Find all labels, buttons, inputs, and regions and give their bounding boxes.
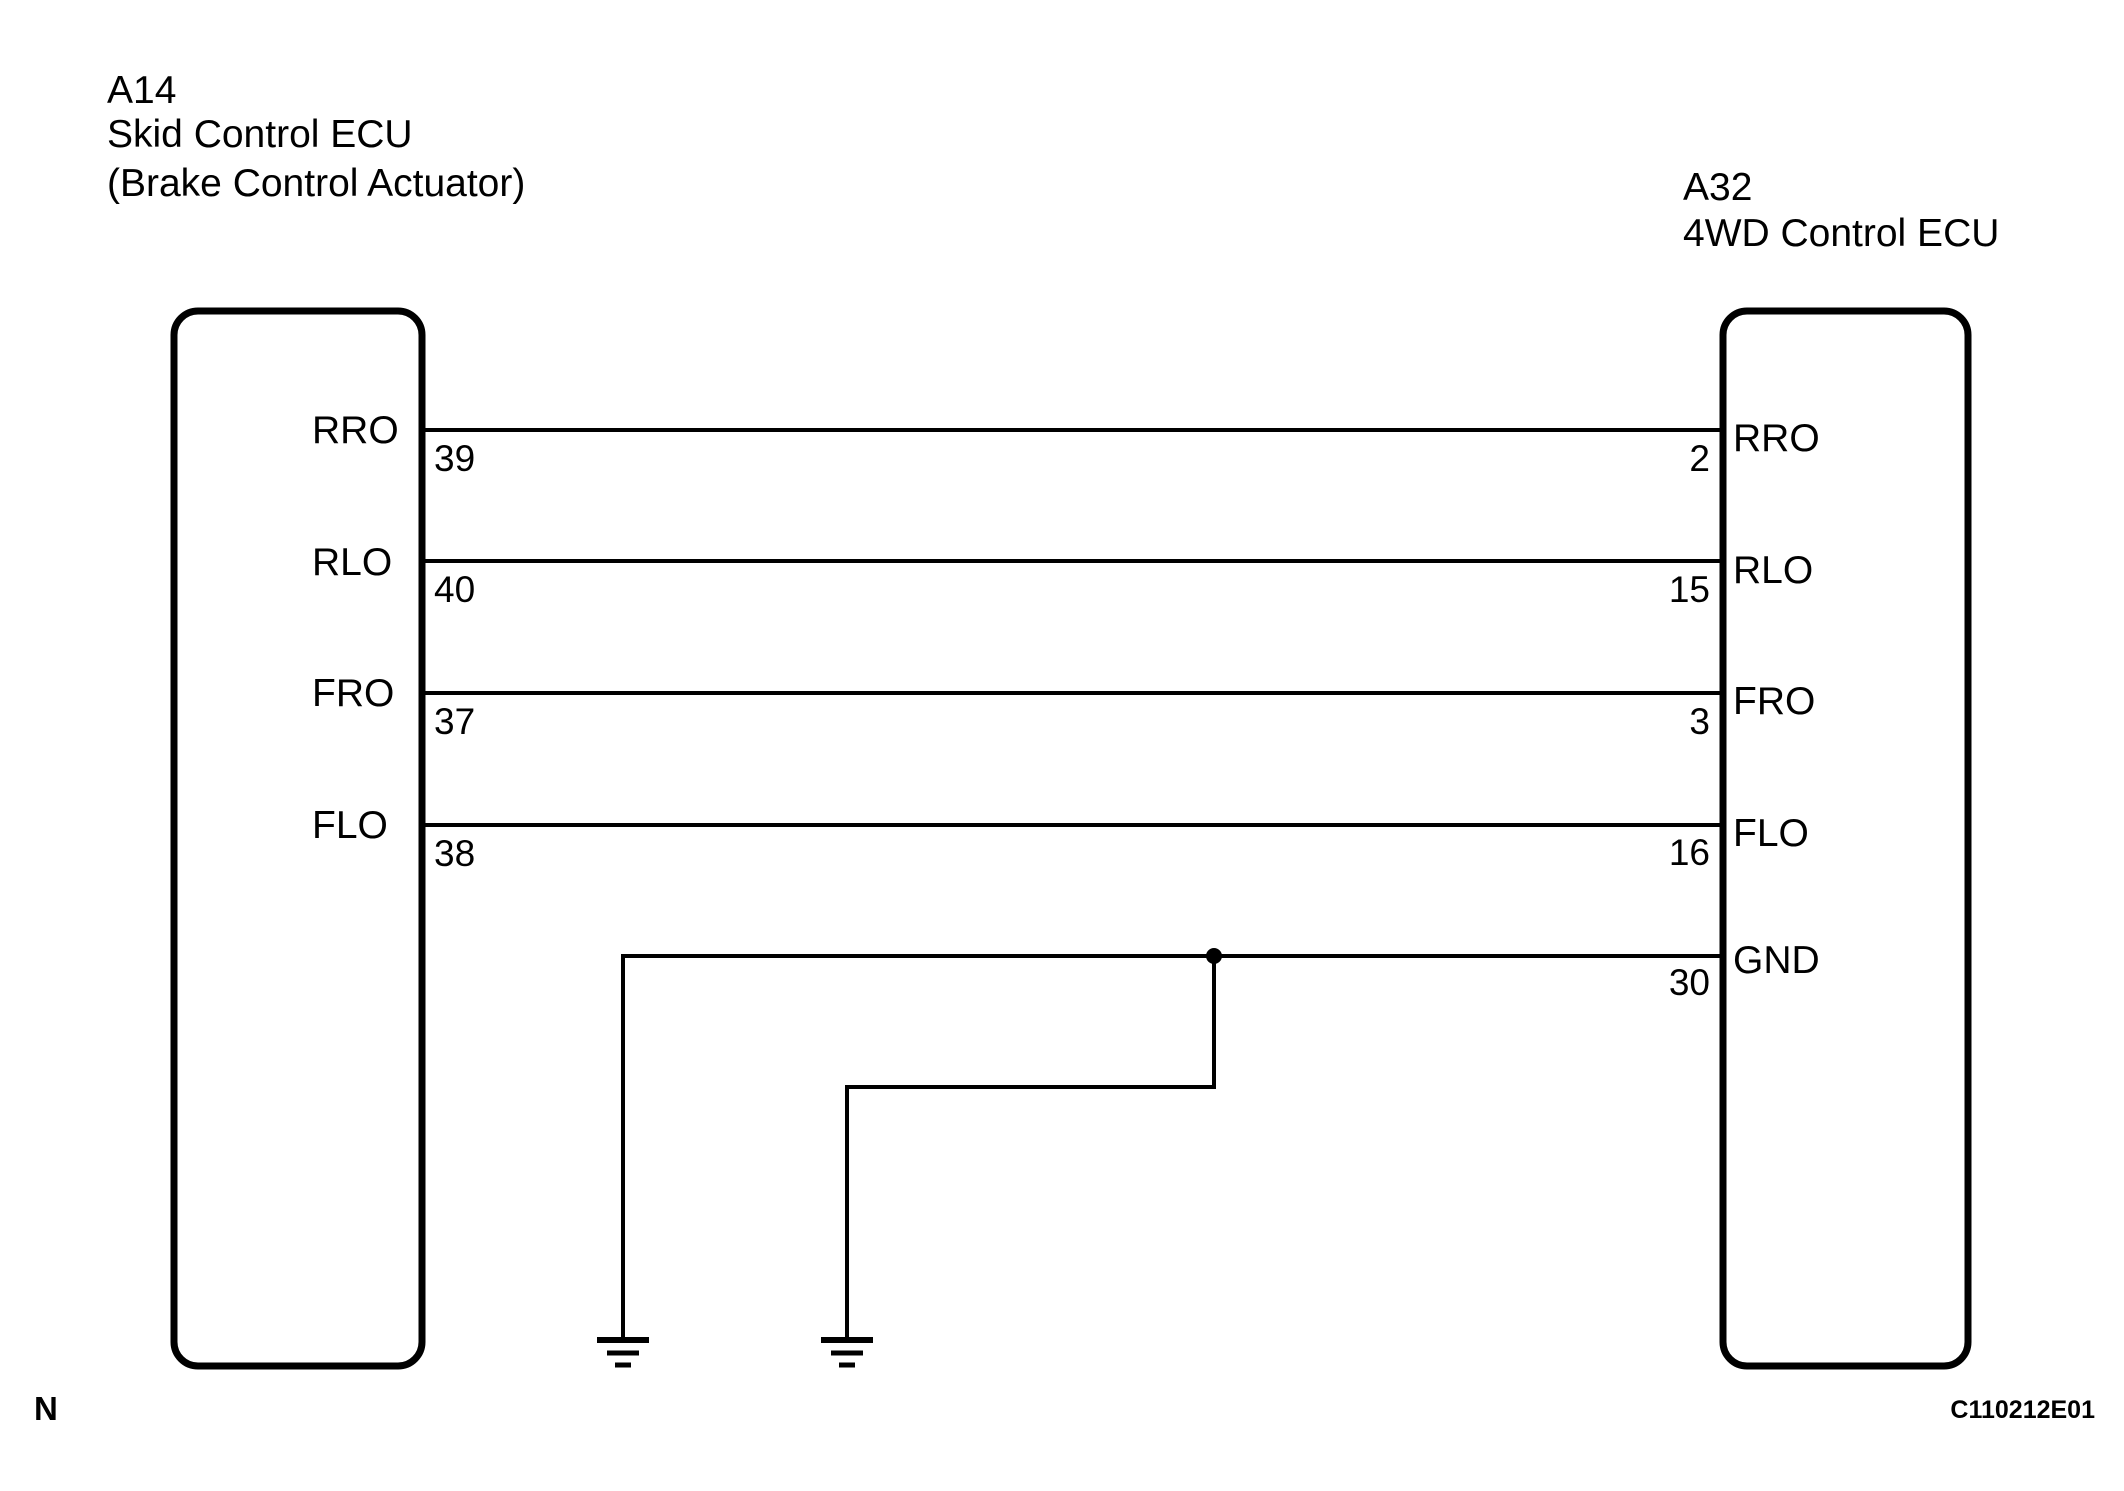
left-pin-rro: 39 <box>434 438 475 479</box>
ground-symbol-left <box>597 1337 649 1368</box>
left-pin-rlo: 40 <box>434 569 475 610</box>
left-pin-fro: 37 <box>434 701 475 742</box>
right-pin-flo: 16 <box>1669 832 1710 873</box>
left-label-rro: RRO <box>312 409 399 452</box>
right-ecu-code: A32 <box>1683 166 1752 209</box>
right-label-rlo: RLO <box>1733 549 1813 592</box>
ground-symbol-right <box>821 1337 873 1368</box>
ground-wire-branch <box>845 956 1216 1338</box>
right-ecu-box <box>1719 307 1972 1370</box>
left-pin-flo: 38 <box>434 833 475 874</box>
figure-id: C110212E01 <box>1950 1396 2095 1424</box>
left-label-rlo: RLO <box>312 541 392 584</box>
junction-dot <box>1206 948 1222 964</box>
left-ecu-box <box>170 307 426 1370</box>
right-ecu-name: 4WD Control ECU <box>1683 212 1999 255</box>
left-ecu-subtitle: (Brake Control Actuator) <box>107 162 525 205</box>
left-label-fro: FRO <box>312 672 394 715</box>
right-pin-rlo: 15 <box>1669 569 1710 610</box>
left-ecu-name: Skid Control ECU <box>107 113 413 156</box>
left-label-flo: FLO <box>312 804 388 847</box>
right-label-rro: RRO <box>1733 417 1820 460</box>
ground-wire-main <box>621 954 1723 1338</box>
left-ecu-code: A14 <box>107 69 176 112</box>
right-label-flo: FLO <box>1733 812 1809 855</box>
right-pin-rro: 2 <box>1689 438 1710 479</box>
right-label-fro: FRO <box>1733 680 1815 723</box>
gnd-label: GND <box>1733 939 1820 982</box>
gnd-pin: 30 <box>1669 962 1710 1003</box>
right-pin-fro: 3 <box>1689 701 1710 742</box>
corner-mark: N <box>34 1390 58 1427</box>
